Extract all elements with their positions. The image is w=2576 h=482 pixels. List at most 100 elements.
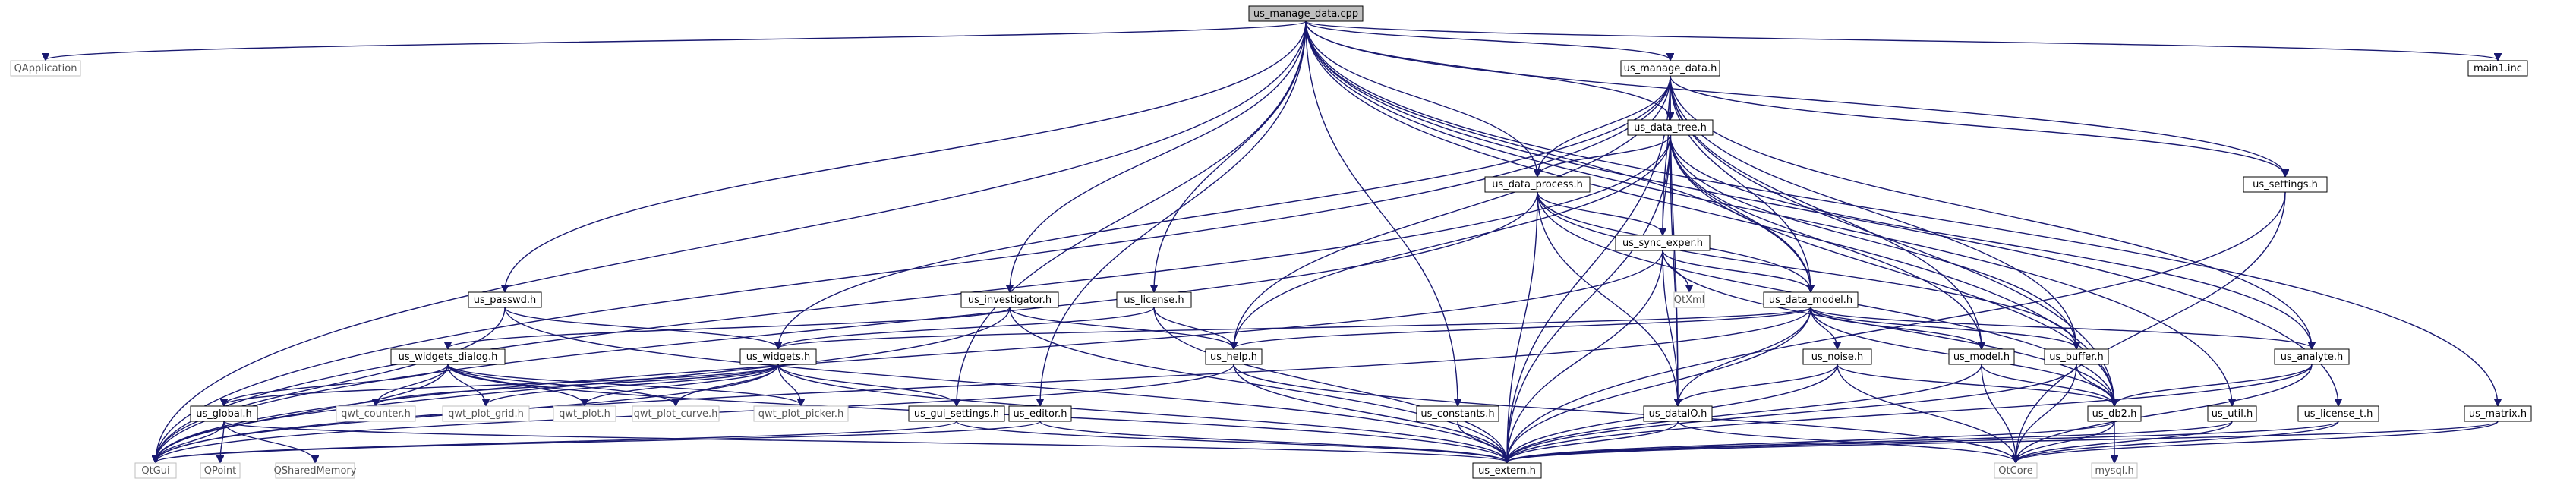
node-qpoint[interactable]: QPoint [200,462,241,479]
node-us-data-model-h[interactable]: us_data_model.h [1763,291,1859,308]
node-us-data-process-h[interactable]: us_data_process.h [1484,176,1591,193]
edge-root-to-us_investigator_h [1010,20,1307,291]
edge-root-to-qapplication [46,20,1307,60]
node-label: qwt_plot_grid.h [448,408,524,420]
edge-us_widgets_h-to-qwt_plot_picker_h [777,364,801,405]
node-us-buffer-h[interactable]: us_buffer.h [2044,348,2109,365]
edge-us_global_h-to-qpoint [220,421,225,462]
edge-us_widgets_h-to-qwt_plot_h [585,364,779,405]
edge-us_data_model_h-to-us_widgets_h [778,307,1811,348]
node-us-manage-data-h[interactable]: us_manage_data.h [1620,60,1720,77]
node-qtxml[interactable]: QtXml [1673,291,1705,308]
edge-us_license_h-to-us_help_h [1153,307,1234,348]
node-us-db2-h[interactable]: us_db2.h [2087,405,2142,422]
edge-root-to-us_db2_h [1305,20,2114,405]
node-us-matrix-h[interactable]: us_matrix.h [2464,405,2532,422]
node-us-editor-h[interactable]: us_editor.h [1008,405,1072,422]
node-us-help-h[interactable]: us_help.h [1205,348,1263,365]
node-qsharedmemory[interactable]: QSharedMemory [274,462,357,479]
edge-us_model_h-to-qtcore [1981,364,2016,462]
node-label: qwt_plot.h [559,408,610,420]
node-box [2243,176,2328,193]
node-us-model-h[interactable]: us_model.h [1948,348,2015,365]
node-qwt-plot-picker-h[interactable]: qwt_plot_picker.h [753,405,849,422]
edge-us_editor_h-to-us_extern_h [1039,421,1507,462]
node-us-license-t-h[interactable]: us_license_t.h [2297,405,2379,422]
edge-us_manage_data_h-to-us_help_h [1234,75,1671,348]
node-label: mysql.h [2095,465,2133,477]
node-label: us_help.h [1210,351,1257,363]
node-root[interactable]: us_manage_data.cpp [1248,5,1364,22]
edge-us_util_h-to-qtcore [2016,421,2233,462]
node-us-sync-exper-h[interactable]: us_sync_exper.h [1615,235,1711,251]
node-us-widgets-h[interactable]: us_widgets.h [739,348,817,365]
edge-root-to-us_data_tree_h [1305,20,1670,119]
node-label: QApplication [14,63,77,74]
node-qwt-plot-grid-h[interactable]: qwt_plot_grid.h [442,405,530,422]
node-box [908,405,1005,422]
node-us-settings-h[interactable]: us_settings.h [2243,176,2328,193]
node-box [1205,348,1263,365]
node-qwt-plot-h[interactable]: qwt_plot.h [553,405,616,422]
node-box [753,405,849,422]
edge-us_noise_h-to-qtcore [1837,364,2016,462]
edge-us_investigator_h-to-us_extern_h [1009,307,1507,462]
edge-root-to-us_matrix_h [1305,20,2498,405]
node-box [2044,348,2109,365]
edge-us_data_tree_h-to-us_model_h [1670,134,1982,348]
node-us-util-h[interactable]: us_util.h [2207,405,2257,422]
node-us-gui-settings-h[interactable]: us_gui_settings.h [908,405,1005,422]
node-us-analyte-h[interactable]: us_analyte.h [2274,348,2350,365]
node-us-extern-h[interactable]: us_extern.h [1472,462,1542,479]
node-label: us_passwd.h [474,295,537,306]
edge-us_model_h-to-us_db2_h [1981,364,2114,405]
node-us-license-h[interactable]: us_license.h [1116,291,1192,308]
node-qapplication[interactable]: QApplication [10,60,81,77]
node-box [190,405,258,422]
node-qwt-counter-h[interactable]: qwt_counter.h [336,405,416,422]
edge-us_global_h-to-qsharedmemory [223,421,315,462]
node-box [2467,60,2528,77]
node-mysql-h[interactable]: mysql.h [2091,462,2138,479]
node-label: us_widgets.h [746,351,811,363]
node-us-constants-h[interactable]: us_constants.h [1416,405,1499,422]
edge-us_editor_h-to-qtgui [156,421,1041,462]
node-label: us_global.h [196,408,252,420]
node-box [2207,405,2257,422]
node-qtcore[interactable]: QtCore [1994,462,2038,479]
node-main1-inc[interactable]: main1.inc [2467,60,2528,77]
node-us-global-h[interactable]: us_global.h [190,405,258,422]
node-box [1802,348,1872,365]
node-label: us_data_process.h [1492,179,1583,191]
node-label: us_buffer.h [2049,351,2103,363]
node-us-data-tree-h[interactable]: us_data_tree.h [1627,119,1714,136]
node-box [1472,462,1542,479]
edge-us_data_model_h-to-us_noise_h [1810,307,1837,348]
node-label: QtGui [141,465,169,477]
node-box [1116,291,1192,308]
edge-us_matrix_h-to-qtcore [2016,421,2499,462]
edge-root-to-us_passwd_h [505,20,1307,291]
edge-us_data_tree_h-to-us_analyte_h [1670,134,2312,348]
edge-us_settings_h-to-qtcore [2016,191,2286,462]
edge-us_manage_data_h-to-us_widgets_h [778,75,1671,348]
node-us-passwd-h[interactable]: us_passwd.h [468,291,542,308]
edge-us_widgets_dialog_h-to-qtgui [156,364,449,462]
node-us-widgets-dialog-h[interactable]: us_widgets_dialog.h [390,348,506,365]
node-us-dataio-h[interactable]: us_dataIO.h [1643,405,1713,422]
node-box [739,348,817,365]
node-us-noise-h[interactable]: us_noise.h [1802,348,1872,365]
node-box [960,291,1059,308]
node-label: us_investigator.h [968,295,1052,306]
edge-us_widgets_h-to-us_global_h [224,364,779,405]
edge-us_noise_h-to-us_db2_h [1837,364,2114,405]
node-label: us_dataIO.h [1649,408,1707,420]
node-qwt-plot-curve-h[interactable]: qwt_plot_curve.h [632,405,720,422]
edge-us_license_t_h-to-us_extern_h [1507,421,2339,462]
node-qtgui[interactable]: QtGui [134,462,177,479]
node-us-investigator-h[interactable]: us_investigator.h [960,291,1059,308]
edge-root-to-us_license_h [1154,20,1307,291]
edge-us_buffer_h-to-qtcore [2016,364,2077,462]
